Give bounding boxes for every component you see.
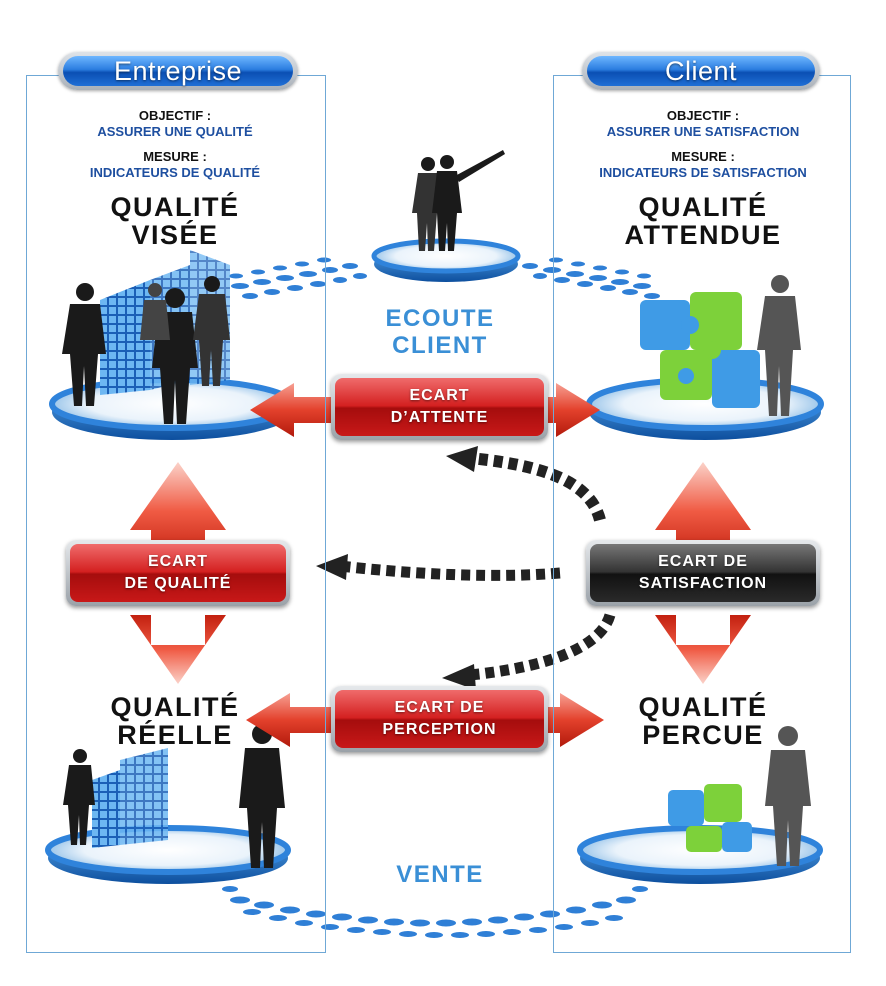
qualite-percue-line2: PERCUE	[642, 720, 764, 750]
entreprise-objectif: OBJECTIF : ASSURER UNE QUALITÉ	[40, 108, 310, 140]
ecart-attente-badge: ECART D’ATTENTE	[331, 374, 548, 440]
puzzle-attendue	[640, 292, 760, 408]
ecart-qualite-line1: ECART	[147, 553, 209, 570]
platform-attendue	[586, 377, 824, 440]
entreprise-mesure-label: MESURE :	[143, 149, 207, 164]
client-tab: Client	[582, 52, 820, 90]
puzzle-percue	[668, 784, 752, 852]
people-attendue	[757, 275, 801, 416]
people-reelle	[63, 724, 285, 868]
ecart-qualite-badge: ECART DE QUALITÉ	[66, 540, 290, 606]
arrow-down-right	[655, 615, 751, 684]
client-objectif-value: ASSURER UNE SATISFACTION	[606, 124, 800, 139]
qualite-attendue-label: QUALITÉ ATTENDUE	[560, 193, 846, 249]
people-ecoute	[412, 150, 505, 251]
client-mesure-value: INDICATEURS DE SATISFACTION	[599, 165, 807, 180]
qualite-attendue-line2: ATTENDUE	[624, 220, 782, 250]
dashed-arrows	[316, 446, 616, 690]
buildings-reelle	[92, 748, 168, 848]
qualite-reelle-line2: RÉELLE	[117, 720, 233, 750]
qualite-attendue-line1: QUALITÉ	[638, 192, 768, 222]
qualite-percue-line1: QUALITÉ	[638, 692, 768, 722]
ecart-satisfaction-line2: SATISFACTION	[638, 575, 768, 592]
ecoute-client-label: ECOUTE CLIENT	[330, 305, 550, 359]
entreprise-objectif-value: ASSURER UNE QUALITÉ	[97, 124, 253, 139]
people-percue	[765, 726, 811, 866]
qualite-visee-line1: QUALITÉ	[110, 192, 240, 222]
arrow-up-right	[655, 462, 751, 560]
client-objectif: OBJECTIF : ASSURER UNE SATISFACTION	[560, 108, 846, 140]
qualite-reelle-line1: QUALITÉ	[110, 692, 240, 722]
client-objectif-label: OBJECTIF :	[666, 108, 740, 123]
entreprise-mesure-value: INDICATEURS DE QUALITÉ	[89, 165, 261, 180]
dotted-arc-top	[229, 257, 660, 299]
people-visee	[62, 276, 230, 424]
arrow-up-left	[130, 462, 226, 560]
qualite-reelle-label: QUALITÉ RÉELLE	[40, 693, 310, 749]
ecart-satisfaction-badge: ECART DE SATISFACTION	[586, 540, 820, 606]
ecoute-line2: CLIENT	[392, 332, 488, 359]
qualite-visee-label: QUALITÉ VISÉE	[40, 193, 310, 249]
dotted-arc-bottom	[222, 886, 648, 938]
qualite-visee-line2: VISÉE	[131, 220, 219, 250]
platform-ecoute	[371, 238, 521, 282]
ecart-attente-line2: D’ATTENTE	[390, 409, 489, 426]
ecart-perception-badge: ECART DE PERCEPTION	[331, 686, 548, 752]
entreprise-objectif-label: OBJECTIF :	[138, 108, 212, 123]
ecart-qualite-line2: DE QUALITÉ	[124, 575, 232, 592]
arrow-attente	[250, 383, 600, 437]
ecart-perception-line1: ECART DE	[394, 699, 485, 716]
entreprise-mesure: MESURE : INDICATEURS DE QUALITÉ	[40, 149, 310, 181]
arrow-perception	[246, 693, 604, 747]
qualite-percue-label: QUALITÉ PERCUE	[560, 693, 846, 749]
entreprise-tab: Entreprise	[58, 52, 298, 90]
ecart-perception-line2: PERCEPTION	[382, 721, 497, 738]
ecart-satisfaction-line1: ECART DE	[658, 553, 748, 570]
client-mesure-label: MESURE :	[671, 149, 735, 164]
entreprise-title: Entreprise	[63, 56, 293, 86]
ecart-attente-line1: ECART	[409, 387, 470, 404]
vente-label: VENTE	[396, 861, 484, 888]
ecoute-line1: ECOUTE	[385, 305, 495, 332]
client-mesure: MESURE : INDICATEURS DE SATISFACTION	[560, 149, 846, 181]
client-title: Client	[587, 56, 815, 86]
arrow-down-left	[130, 615, 226, 684]
